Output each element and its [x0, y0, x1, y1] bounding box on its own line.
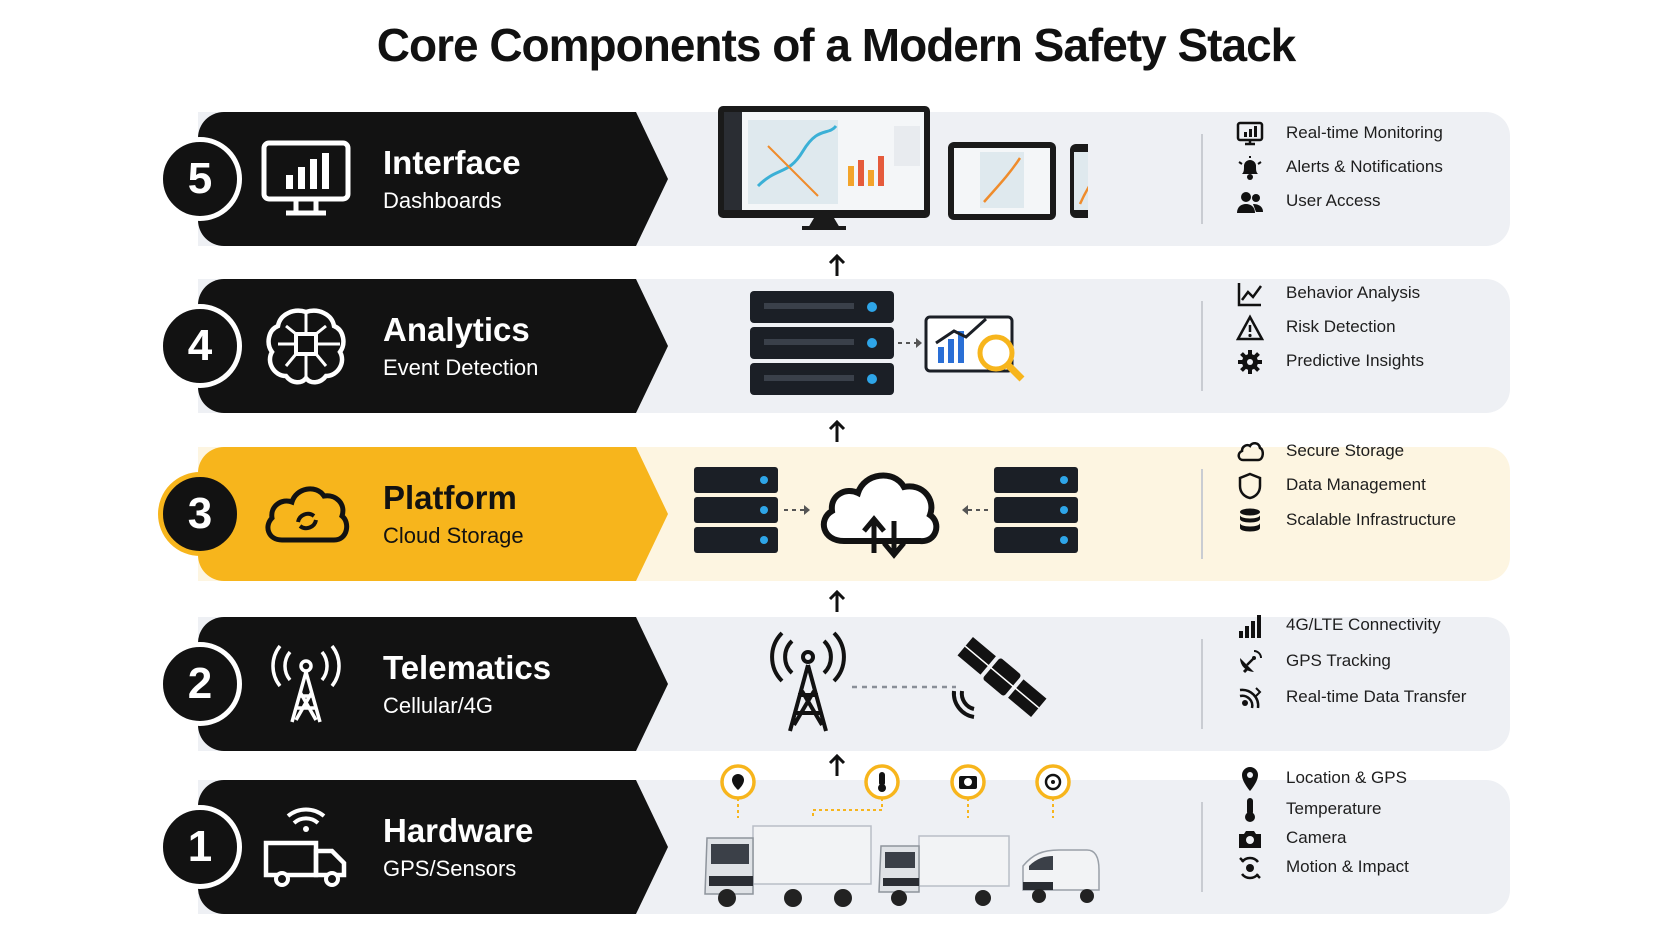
shield-icon — [1238, 472, 1262, 500]
layer-number-badge: 4 — [158, 304, 242, 388]
location-pin-icon — [1242, 767, 1258, 791]
feature-label: Real-time Data Transfer — [1286, 687, 1467, 706]
cloud-sync-icon — [265, 486, 350, 543]
fleet-sensors-illustration — [704, 764, 1100, 907]
monitor-chart-icon — [261, 140, 351, 216]
satellite-dish-icon — [1240, 650, 1262, 674]
thermometer-icon — [1245, 798, 1255, 822]
layer-title: Hardware — [383, 812, 534, 849]
layer-hardware: Hardware GPS/Sensors 1 Location & GPS Te… — [158, 764, 1510, 914]
layer-number-badge: 1 — [158, 805, 242, 889]
cloud-icon — [1237, 442, 1264, 462]
arrow-up-icon — [828, 753, 846, 776]
monitor-chart-icon — [1236, 121, 1264, 146]
divider — [1201, 301, 1203, 391]
warning-icon — [1236, 314, 1264, 341]
layer-subtitle: GPS/Sensors — [383, 856, 517, 881]
tower-satellite-illustration — [770, 631, 1047, 732]
page-title: Core Components of a Modern Safety Stack — [376, 19, 1297, 71]
layer-number-badge: 2 — [158, 642, 242, 726]
layer-platform: Platform Cloud Storage 3 Secure Storage … — [158, 441, 1510, 581]
arrow-up-icon — [828, 253, 846, 276]
feature-label: GPS Tracking — [1286, 651, 1391, 670]
users-icon — [1237, 192, 1263, 213]
feature-label: Predictive Insights — [1286, 351, 1424, 370]
layer-tab: Platform Cloud Storage — [198, 447, 668, 581]
layer-title: Telematics — [383, 649, 552, 686]
arrow-up-icon — [828, 419, 846, 442]
divider — [1201, 469, 1203, 559]
feature-label: User Access — [1286, 191, 1381, 210]
layer-title: Analytics — [383, 311, 530, 348]
motion-icon — [1239, 856, 1261, 880]
layer-analytics: Analytics Event Detection 4 Behavior Ana… — [158, 279, 1510, 413]
cell-tower-icon — [271, 644, 341, 723]
layer-subtitle: Cellular/4G — [383, 693, 494, 718]
layer-subtitle: Cloud Storage — [383, 523, 524, 548]
arrow-up-icon — [828, 589, 846, 612]
feature-label: Camera — [1286, 828, 1347, 847]
signal-bars-icon — [1239, 615, 1261, 638]
divider — [1201, 802, 1203, 892]
feature-label: Location & GPS — [1286, 768, 1407, 787]
layer-interface: Interface Dashboards 5 Real-time Monitor… — [158, 106, 1510, 246]
layer-number-badge: 5 — [158, 137, 242, 221]
gear-icon — [1238, 350, 1262, 374]
server-analytics-illustration — [750, 291, 1025, 395]
feature-label: Data Management — [1286, 475, 1426, 494]
truck-wifi-icon — [263, 807, 347, 887]
bell-icon — [1238, 156, 1262, 180]
layer-subtitle: Dashboards — [383, 188, 502, 213]
layer-title: Interface — [383, 144, 521, 181]
feature-label: Risk Detection — [1286, 317, 1396, 336]
layer-title: Platform — [383, 479, 517, 516]
layer-subtitle: Event Detection — [383, 355, 539, 380]
layer-number-badge: 3 — [158, 472, 242, 556]
feature-label: Scalable Infrastructure — [1286, 510, 1457, 529]
brain-chip-icon — [266, 308, 346, 385]
feature-label: 4G/LTE Connectivity — [1286, 615, 1441, 634]
layer-tab: Analytics Event Detection — [198, 279, 668, 413]
feature-label: Motion & Impact — [1286, 857, 1409, 876]
layer-tab: Interface Dashboards — [198, 112, 668, 246]
divider — [1201, 134, 1203, 224]
database-icon — [1240, 508, 1260, 532]
layer-telematics: Telematics Cellular/4G 2 4G/LTE Connecti… — [158, 615, 1510, 751]
feature-label: Behavior Analysis — [1286, 283, 1421, 302]
divider — [1201, 639, 1203, 729]
layer-tab: Hardware GPS/Sensors — [198, 780, 668, 914]
feature-label: Temperature — [1286, 799, 1382, 818]
data-transfer-icon — [1239, 687, 1262, 709]
feature-label: Alerts & Notifications — [1286, 157, 1443, 176]
trend-line-icon — [1237, 283, 1263, 307]
cloud-storage-illustration — [694, 467, 1078, 559]
feature-label: Secure Storage — [1286, 441, 1405, 460]
dashboard-devices-illustration — [718, 106, 1088, 230]
feature-label: Real-time Monitoring — [1286, 123, 1443, 142]
layer-tab: Telematics Cellular/4G — [198, 617, 668, 751]
camera-icon — [1239, 831, 1261, 848]
